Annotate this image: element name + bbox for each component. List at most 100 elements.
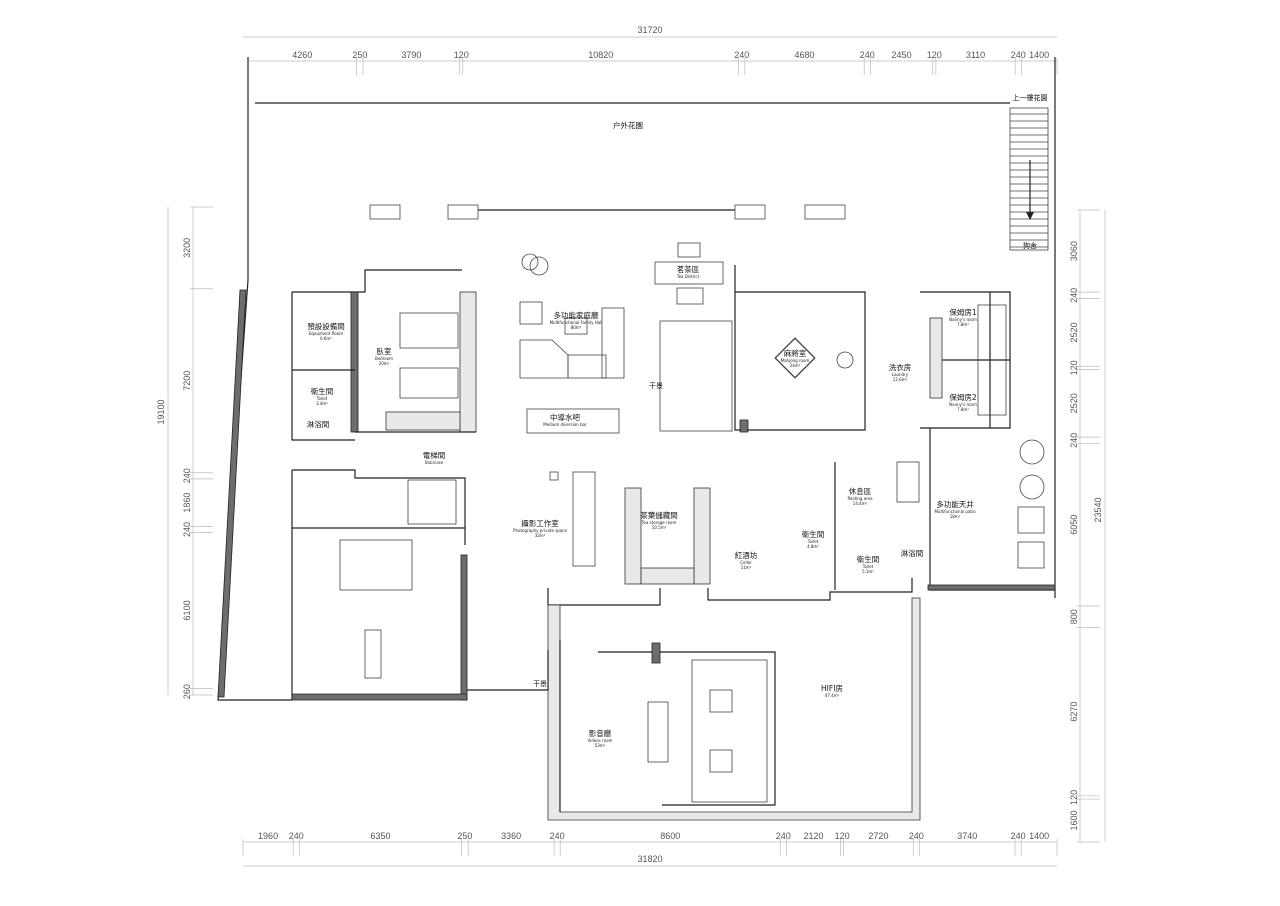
room-area: 53m² xyxy=(595,743,606,748)
room-area: 3.4m² xyxy=(316,401,328,406)
room-name-en: Bedroom xyxy=(375,356,393,361)
dimension-label: 3200 xyxy=(182,238,192,258)
room-area: 18m² xyxy=(950,514,961,519)
room-name-zh: 洗衣房 xyxy=(889,362,912,372)
dimension-label: 250 xyxy=(352,50,367,60)
dimension-label: 3740 xyxy=(957,831,977,841)
room-name-en: Medium diversion bar xyxy=(543,422,587,427)
room-name-en: Tea storage room xyxy=(641,520,677,525)
dimension-label: 4260 xyxy=(292,50,312,60)
walls xyxy=(217,57,1056,821)
kennel-label: 狗舍 xyxy=(1023,241,1037,250)
dimension-label: 1960 xyxy=(258,831,278,841)
room-area: 12.6m² xyxy=(893,377,908,382)
total-dimension: 31820 xyxy=(637,854,662,864)
dimension-label: 120 xyxy=(1069,790,1079,805)
dimension-label: 6100 xyxy=(182,600,192,620)
room-area: 6.6m² xyxy=(320,336,332,341)
room-name-en: Multifunctional Family Hall xyxy=(550,320,603,325)
dimension-label: 2450 xyxy=(892,50,912,60)
dimension-label: 240 xyxy=(909,831,924,841)
dimension-label: 240 xyxy=(550,831,565,841)
upper-garden-label: 上一樓花園 xyxy=(1013,93,1048,102)
room-name-zh: 衛生間 xyxy=(802,529,825,539)
room-name-zh: 茶葉儲藏間 xyxy=(640,510,678,520)
room-name-en: Toilet xyxy=(807,539,819,544)
dimension-label: 3790 xyxy=(401,50,421,60)
dimension-label: 240 xyxy=(289,831,304,841)
room-area: 7.8m² xyxy=(957,407,969,412)
room-area: 24m² xyxy=(790,363,801,368)
room-name-zh: 淋浴間 xyxy=(901,548,924,558)
room-label: 淋浴間 xyxy=(901,548,924,558)
room-area: 20m² xyxy=(379,361,390,366)
dimension-label: 7200 xyxy=(182,371,192,391)
dimension-label: 3110 xyxy=(966,50,985,60)
room-name-en: Nanny's room xyxy=(949,317,977,322)
room-area: 11m² xyxy=(741,565,752,570)
room-name-en: Videos room xyxy=(588,738,613,743)
room-name-en: Equipment Room xyxy=(309,331,343,336)
room-area: 47.4m² xyxy=(825,693,840,698)
room-name-zh: 中導水吧 xyxy=(550,412,580,422)
dimension-label: 1600 xyxy=(1069,811,1079,831)
room-name-zh: 預設設備間 xyxy=(307,321,345,331)
total-dimension: 31720 xyxy=(637,25,662,35)
room-name-zh: 保姆房1 xyxy=(949,307,976,317)
room-labels: 户外花園 上一樓花園 狗舍 干景 干景 xyxy=(533,93,1048,688)
room-name-zh: 淋浴間 xyxy=(307,419,330,429)
room-name-en: Laundry xyxy=(892,372,909,377)
dimension-label: 240 xyxy=(734,50,749,60)
dry-scape-label: 干景 xyxy=(649,382,663,390)
room-area: 5.1m² xyxy=(862,569,874,574)
dimension-label: 8600 xyxy=(660,831,680,841)
dimension-label: 3360 xyxy=(501,831,521,841)
dimension-label: 6270 xyxy=(1069,702,1079,722)
room-name-zh: 電梯間 xyxy=(423,450,446,460)
dimension-label: 240 xyxy=(1069,288,1079,303)
room-name-zh: 衛生間 xyxy=(857,554,880,564)
dimension-label: 2720 xyxy=(868,831,888,841)
dimension-label: 1860 xyxy=(182,493,192,513)
dimension-label: 240 xyxy=(776,831,791,841)
dimension-label: 2120 xyxy=(803,831,823,841)
room-name-zh: 衛生間 xyxy=(311,386,334,396)
dimension-label: 1400 xyxy=(1029,50,1049,60)
dimension-label: 6050 xyxy=(1069,515,1079,535)
room-name-zh: 茗茶區 xyxy=(677,264,700,274)
dimension-label: 10820 xyxy=(588,50,613,60)
dry-scape-label: 干景 xyxy=(533,680,547,688)
dimension-label: 2520 xyxy=(1069,322,1079,342)
room-name-zh: 保姆房2 xyxy=(949,392,976,402)
room-name-zh: 多功能家庭廳 xyxy=(554,310,599,320)
total-dimension: 19100 xyxy=(156,399,166,424)
dimension-label: 120 xyxy=(835,831,850,841)
room-area: 32m² xyxy=(535,533,546,538)
room-area: 14.4m² xyxy=(853,501,868,506)
dimension-label: 240 xyxy=(1011,50,1026,60)
room-area: 7.8m² xyxy=(957,322,969,327)
room-area: 4.8m² xyxy=(807,544,819,549)
room-name-zh: 紅酒坊 xyxy=(735,550,758,560)
outdoor-garden-label: 户外花園 xyxy=(613,120,643,130)
